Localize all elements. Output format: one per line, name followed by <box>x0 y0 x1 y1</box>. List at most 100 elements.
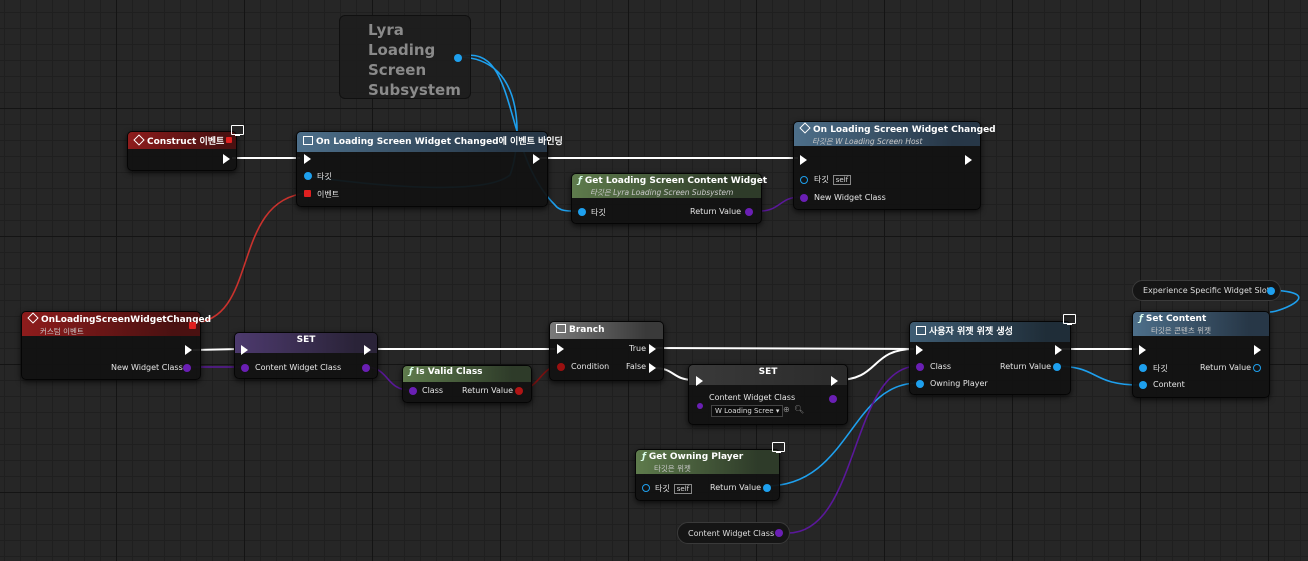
true-label: True <box>629 344 646 353</box>
new-widget-class-label: New Widget Class <box>814 193 886 202</box>
on-widget-changed-node[interactable]: On Loading Screen Widget Changed 타깃은 W L… <box>793 121 996 210</box>
construct-event-node[interactable]: Construct 이벤트 <box>127 131 237 171</box>
new-widget-class-pin[interactable] <box>183 364 191 372</box>
content-widget-class-out-pin[interactable] <box>829 395 837 403</box>
function-icon: ƒ <box>409 367 413 377</box>
class-label: Class <box>930 362 952 371</box>
content-widget-class-pin[interactable] <box>241 364 249 372</box>
exec-out-pin[interactable] <box>1254 345 1261 355</box>
bind-event-title: On Loading Screen Widget Changed에 이벤트 바인… <box>316 137 563 147</box>
condition-pin[interactable] <box>557 363 565 371</box>
content-widget-class-label: Content Widget Class <box>255 363 342 372</box>
target-pin[interactable] <box>578 208 586 216</box>
new-widget-class-pin[interactable] <box>800 194 808 202</box>
exec-out-pin[interactable] <box>965 155 972 165</box>
widget-slot-variable-label: Experience Specific Widget Slot <box>1143 286 1270 295</box>
monitor-icon <box>772 442 785 453</box>
get-content-widget-subtitle: 타깃은 Lyra Loading Screen Subsystem <box>590 188 734 197</box>
custom-event-subtitle: 커스텀 이벤트 <box>40 327 84 336</box>
set-content-title: Set Content <box>1145 314 1207 324</box>
get-owning-player-title: Get Owning Player <box>648 452 744 462</box>
widget-class-dropdown-value: W Loading Scree <box>715 407 774 415</box>
subsystem-variable[interactable]: Lyra Loading Screen Subsystem <box>339 15 471 99</box>
exec-out-pin[interactable] <box>185 345 192 355</box>
is-valid-class-title: Is Valid Class <box>415 367 483 377</box>
owning-player-pin[interactable] <box>916 380 924 388</box>
bind-event-header: On Loading Screen Widget Changed에 이벤트 바인… <box>297 132 563 152</box>
create-widget-title: 사용자 위젯 위젯 생성 <box>929 327 1013 337</box>
true-exec-pin[interactable] <box>649 344 656 354</box>
return-label: Return Value <box>1200 363 1252 372</box>
target-label: 타깃 <box>1153 364 1168 373</box>
exec-in-pin[interactable] <box>916 345 923 355</box>
target-pin[interactable] <box>642 484 650 492</box>
exec-in-pin[interactable] <box>800 155 807 165</box>
delegate-pin[interactable] <box>189 322 196 329</box>
function-icon: ƒ <box>642 452 646 462</box>
content-pin[interactable] <box>1139 381 1147 389</box>
target-pin[interactable] <box>304 172 312 180</box>
exec-out-pin[interactable] <box>223 154 230 164</box>
exec-out-pin[interactable] <box>533 154 540 164</box>
content-widget-class-variable-label: Content Widget Class <box>688 528 775 538</box>
set-content-subtitle: 타깃은 콘텐츠 위젯 <box>1151 326 1211 335</box>
exec-out-pin[interactable] <box>831 376 838 386</box>
class-label: Class <box>422 386 444 395</box>
widget-class-dropdown[interactable]: W Loading Scree ▾ <box>711 405 784 417</box>
create-widget-header: 사용자 위젯 위젯 생성 <box>910 322 1070 342</box>
class-pin[interactable] <box>916 363 924 371</box>
class-pin[interactable] <box>409 387 417 395</box>
exec-wire <box>653 347 915 350</box>
branch-title: Branch <box>569 325 605 335</box>
search-icon[interactable]: 🔍︎ <box>794 405 805 414</box>
return-pin[interactable] <box>763 484 771 492</box>
event-icon <box>27 312 39 324</box>
content-widget-class-pin[interactable] <box>697 403 703 409</box>
widget-slot-out-pin[interactable] <box>1267 287 1275 295</box>
bind-event-node[interactable]: On Loading Screen Widget Changed에 이벤트 바인… <box>296 131 563 207</box>
exec-in-pin[interactable] <box>241 345 248 355</box>
new-widget-class-label: New Widget Class <box>111 363 183 372</box>
browse-icon[interactable]: ⊕ <box>783 405 790 414</box>
exec-in-pin[interactable] <box>1139 345 1146 355</box>
subsystem-output-pin[interactable] <box>454 54 462 62</box>
exec-out-pin[interactable] <box>1055 345 1062 355</box>
construct-event-title: Construct 이벤트 <box>147 137 225 147</box>
return-pin[interactable] <box>1253 364 1261 372</box>
delegate-pin[interactable] <box>226 137 232 143</box>
on-widget-changed-title: On Loading Screen Widget Changed <box>813 125 996 135</box>
self-box: self <box>832 175 852 185</box>
target-label: 타깃 <box>591 208 606 217</box>
custom-event-node[interactable]: OnLoadingScreenWidgetChanged 커스텀 이벤트 New… <box>21 311 211 380</box>
set-node-1[interactable]: SET Content Widget Class <box>234 332 378 379</box>
widget-slot-variable[interactable]: Experience Specific Widget Slot <box>1132 280 1281 301</box>
content-widget-class-out-pin[interactable] <box>362 364 370 372</box>
false-exec-pin[interactable] <box>649 363 656 373</box>
create-widget-node[interactable]: 사용자 위젯 위젯 생성 Class Return Value Owning P… <box>909 321 1071 395</box>
exec-in-pin[interactable] <box>304 154 311 164</box>
content-widget-class-variable[interactable]: Content Widget Class <box>677 522 790 544</box>
return-pin[interactable] <box>1053 363 1061 371</box>
exec-in-pin[interactable] <box>557 344 564 354</box>
return-pin[interactable] <box>745 208 753 216</box>
exec-out-pin[interactable] <box>364 345 371 355</box>
self-box: self <box>673 484 693 494</box>
branch-node[interactable]: Branch True Condition False <box>549 321 664 381</box>
owning-player-label: Owning Player <box>930 379 988 388</box>
target-pin[interactable] <box>1139 364 1147 372</box>
event-pin[interactable] <box>304 190 311 197</box>
exec-in-pin[interactable] <box>696 376 703 386</box>
content-widget-class-out-pin[interactable] <box>775 529 783 537</box>
return-pin[interactable] <box>515 387 523 395</box>
construct-event-header: Construct 이벤트 <box>128 132 236 149</box>
set-node-2[interactable]: SET Content Widget Class W Loading Scree… <box>688 364 848 425</box>
on-widget-changed-header: On Loading Screen Widget Changed 타깃은 W L… <box>794 122 996 146</box>
target-pin[interactable] <box>800 176 808 184</box>
